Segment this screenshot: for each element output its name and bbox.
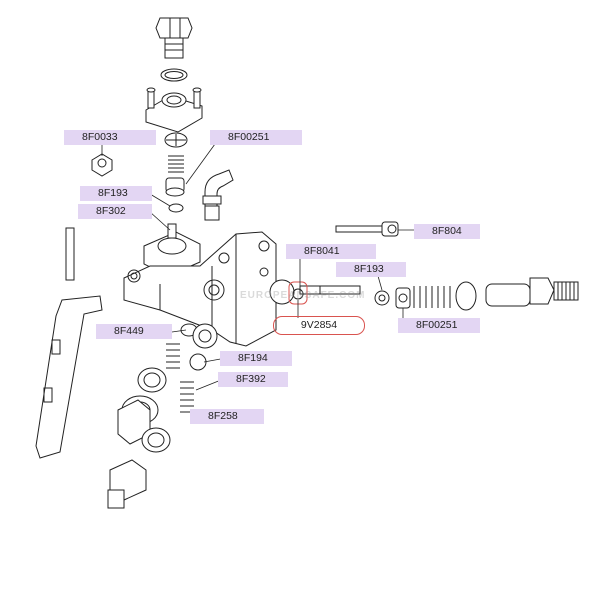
label-8f449: 8F449 <box>96 324 172 339</box>
spring-top <box>168 155 184 173</box>
manifold-body <box>123 231 277 347</box>
spring-right <box>413 286 451 308</box>
washer-8f193-right <box>374 290 390 306</box>
elbow-fitting <box>202 169 234 221</box>
label-9v2854-highlighted: 9V2854 <box>273 316 365 335</box>
label-8f193-left: 8F193 <box>80 186 152 201</box>
pin-8f804 <box>335 221 399 237</box>
top-cover-plate <box>145 87 203 133</box>
outlet-plug <box>485 277 579 307</box>
valve-8f0033 <box>91 153 113 177</box>
label-8f194: 8F194 <box>220 351 292 366</box>
rod <box>65 227 75 281</box>
label-8f00251-top: 8F00251 <box>210 130 302 145</box>
oring-large <box>269 279 295 305</box>
valve-8f00251-right <box>395 287 411 309</box>
oring-9v2854 <box>292 288 304 300</box>
label-8f8041: 8F8041 <box>286 244 376 259</box>
top-bolt <box>155 17 193 59</box>
pin-8f8041 <box>299 285 361 295</box>
label-8f00251-right: 8F00251 <box>398 318 480 333</box>
label-8f258: 8F258 <box>190 409 264 424</box>
label-8f193-right: 8F193 <box>336 262 406 277</box>
oring-right <box>455 281 477 311</box>
label-8f392: 8F392 <box>218 372 288 387</box>
valve-8f00251-top <box>165 177 185 197</box>
bracket <box>35 295 103 459</box>
label-8f0033: 8F0033 <box>64 130 156 145</box>
valve-seat-top <box>164 132 188 148</box>
watermark: EUROPEANSAFE.COM <box>240 290 366 301</box>
label-8f302: 8F302 <box>78 204 152 219</box>
fittings-stack <box>107 323 218 509</box>
top-oring <box>160 68 188 82</box>
washer-8f193-left <box>168 203 184 213</box>
pressure-switch-8f302 <box>143 223 201 277</box>
label-8f804: 8F804 <box>414 224 480 239</box>
